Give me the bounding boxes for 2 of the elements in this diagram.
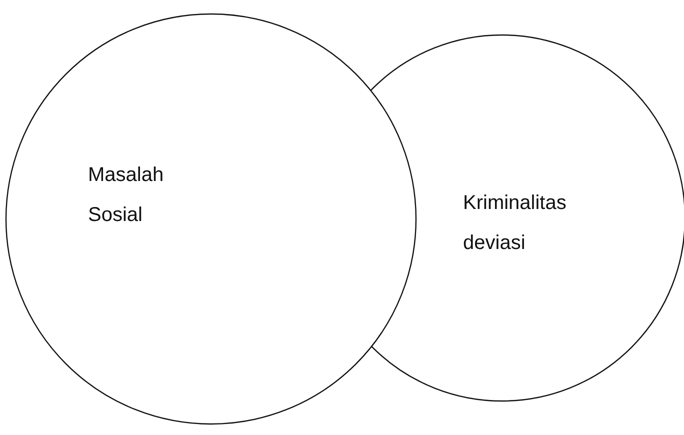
set-label: Masalah Sosial (88, 163, 165, 228)
set-label: Kriminalitas deviasi (463, 191, 568, 256)
